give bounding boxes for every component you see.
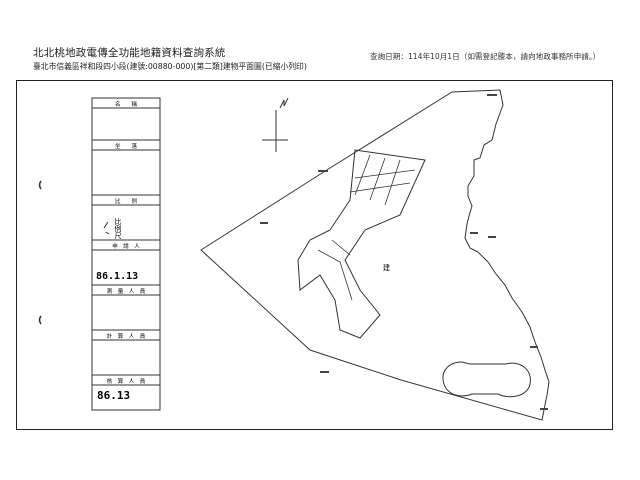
query-date-note: 查詢日期：114年10月1日（如需登記謄本，請向地政事務所申請。） [370, 52, 601, 61]
margin-mark [38, 315, 42, 325]
north-arrow-icon [262, 97, 289, 152]
checker-date: 86.13 [97, 389, 130, 402]
scale-label: 比 例 [115, 197, 138, 205]
dimension-marks [260, 94, 548, 410]
building-outline [297, 149, 426, 339]
pool-outline [442, 361, 531, 398]
stair-lines [349, 154, 416, 206]
title-block [91, 97, 161, 411]
calc-label: 計 算 人 員 [107, 332, 146, 340]
page-title: 北北桃地政電傳全功能地籍資料查詢系統 [33, 47, 226, 59]
checker-label: 核 算 人 員 [107, 377, 146, 385]
floor-plan-sheet [16, 80, 613, 430]
lot-boundary [200, 89, 550, 421]
area-label: 建 [383, 263, 390, 272]
surveyor-label: 測 量 人 員 [107, 287, 146, 295]
interior-walls [317, 239, 353, 301]
name-label: 名 稱 [115, 100, 138, 108]
scale-value: 比例尺 [114, 217, 122, 240]
margin-mark [38, 180, 42, 190]
building-subtitle: 臺北市信義區祥和段四小段(建號:00880-000)[第二類]建物平面圖(已縮小… [33, 62, 307, 71]
location-label: 坐 落 [115, 142, 138, 150]
signature-mark [103, 221, 110, 235]
applicant-date: 86.1.13 [96, 271, 138, 282]
applicant-label: 申 請 人 [112, 242, 140, 250]
